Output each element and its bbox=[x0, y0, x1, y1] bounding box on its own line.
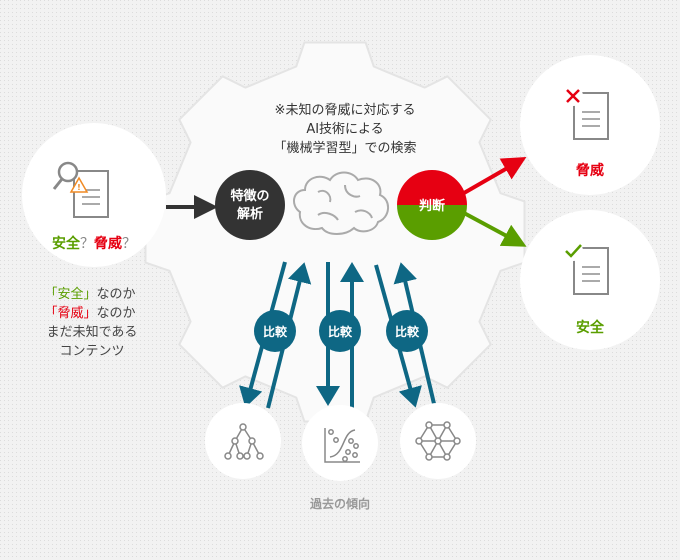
svg-text:「脅威」なのか: 「脅威」なのか bbox=[44, 306, 135, 321]
svg-text:コンテンツ: コンテンツ bbox=[59, 344, 124, 359]
intro-line-1: ※未知の脅威に対応する bbox=[275, 102, 416, 118]
svg-text:!: ! bbox=[77, 183, 81, 192]
past-circle-scatter bbox=[302, 405, 378, 481]
network-icon bbox=[415, 421, 461, 461]
warning-icon bbox=[69, 176, 89, 193]
analysis-line-2: 解析 bbox=[236, 206, 263, 222]
check-icon bbox=[565, 244, 582, 258]
svg-text:比較: 比較 bbox=[328, 324, 353, 339]
document-search-icon: ! bbox=[52, 161, 109, 218]
brain-icon bbox=[293, 171, 389, 235]
input-description: 「安全」なのか 「脅威」なのか まだ未知である コンテンツ bbox=[44, 286, 137, 359]
feature-analysis-circle bbox=[215, 170, 285, 240]
svg-text:比較: 比較 bbox=[263, 324, 288, 339]
gear-shape bbox=[144, 41, 526, 423]
input-label: 安全？脅威？ bbox=[52, 235, 136, 252]
scatter-plot-icon bbox=[324, 428, 360, 463]
x-icon bbox=[566, 89, 580, 103]
safe-arrow bbox=[463, 211, 527, 247]
intro-line-2: AI技術による bbox=[306, 122, 383, 137]
judgement-label: 判断 bbox=[419, 198, 445, 214]
intro-line-3: 「機械学習型」での検索 bbox=[273, 140, 416, 156]
analysis-line-1: 特徴の bbox=[230, 188, 269, 204]
tree-icon bbox=[224, 423, 264, 460]
svg-text:「安全」なのか: 「安全」なのか bbox=[44, 286, 135, 302]
past-circle-tree bbox=[205, 403, 281, 479]
judgement-circle bbox=[397, 170, 467, 240]
safe-document-icon bbox=[563, 241, 609, 295]
threat-document-icon bbox=[563, 86, 609, 140]
svg-text:まだ未知である: まだ未知である bbox=[47, 324, 138, 340]
threat-arrow bbox=[463, 157, 527, 195]
threat-output-label: 脅威 bbox=[576, 162, 604, 179]
compare-badge-1: 比較 bbox=[254, 310, 296, 352]
past-trend-label: 過去の傾向 bbox=[309, 496, 370, 511]
svg-text:比較: 比較 bbox=[395, 324, 420, 339]
safe-output-label: 安全 bbox=[576, 319, 605, 336]
compare-badge-2: 比較 bbox=[319, 310, 361, 352]
compare-badge-3: 比較 bbox=[386, 310, 428, 352]
